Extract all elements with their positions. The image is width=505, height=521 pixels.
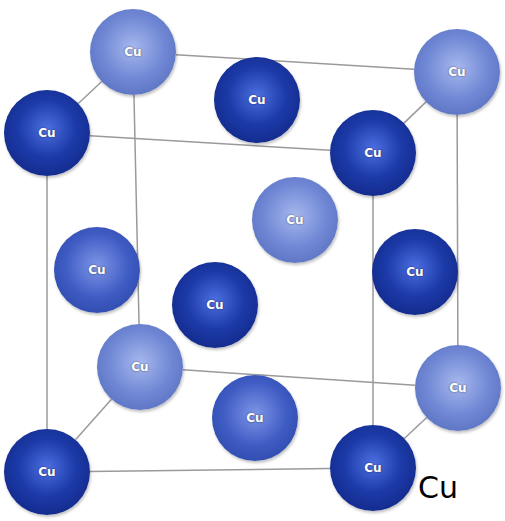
copper-atom: Cu	[4, 90, 90, 176]
copper-atom: Cu	[330, 425, 416, 511]
cube-edge	[90, 469, 330, 472]
cube-edge	[404, 417, 426, 438]
cube-edge	[90, 136, 330, 151]
atom-label: Cu	[364, 146, 381, 160]
copper-atom: Cu	[252, 177, 338, 263]
cube-edge	[46, 176, 48, 429]
cube-edge	[404, 102, 426, 123]
copper-atom: Cu	[4, 429, 90, 515]
copper-atom: Cu	[54, 227, 140, 313]
copper-atom: Cu	[330, 110, 416, 196]
cube-edge	[183, 370, 415, 385]
atom-label: Cu	[88, 263, 105, 277]
cube-edge	[78, 81, 101, 103]
element-label: Cu	[418, 470, 458, 505]
copper-atom: Cu	[414, 29, 500, 115]
atom-label: Cu	[38, 465, 55, 479]
atom-label: Cu	[448, 65, 465, 79]
atom-label: Cu	[406, 265, 423, 279]
cube-edge	[372, 196, 374, 425]
copper-atom: Cu	[90, 9, 176, 95]
atom-label: Cu	[124, 45, 141, 59]
copper-atom: Cu	[172, 262, 258, 348]
atom-label: Cu	[38, 126, 55, 140]
atom-label: Cu	[449, 381, 466, 395]
copper-atom: Cu	[372, 229, 458, 315]
copper-atom: Cu	[97, 324, 183, 410]
cube-edge	[456, 115, 458, 345]
atom-label: Cu	[364, 461, 381, 475]
cube-edge	[76, 399, 112, 440]
atom-label: Cu	[248, 93, 265, 107]
copper-atom: Cu	[415, 345, 501, 431]
atom-label: Cu	[131, 360, 148, 374]
cube-edge	[176, 55, 414, 70]
copper-atom: Cu	[212, 375, 298, 461]
atom-label: Cu	[246, 411, 263, 425]
copper-atom: Cu	[214, 57, 300, 143]
atom-label: Cu	[286, 213, 303, 227]
atom-label: Cu	[206, 298, 223, 312]
